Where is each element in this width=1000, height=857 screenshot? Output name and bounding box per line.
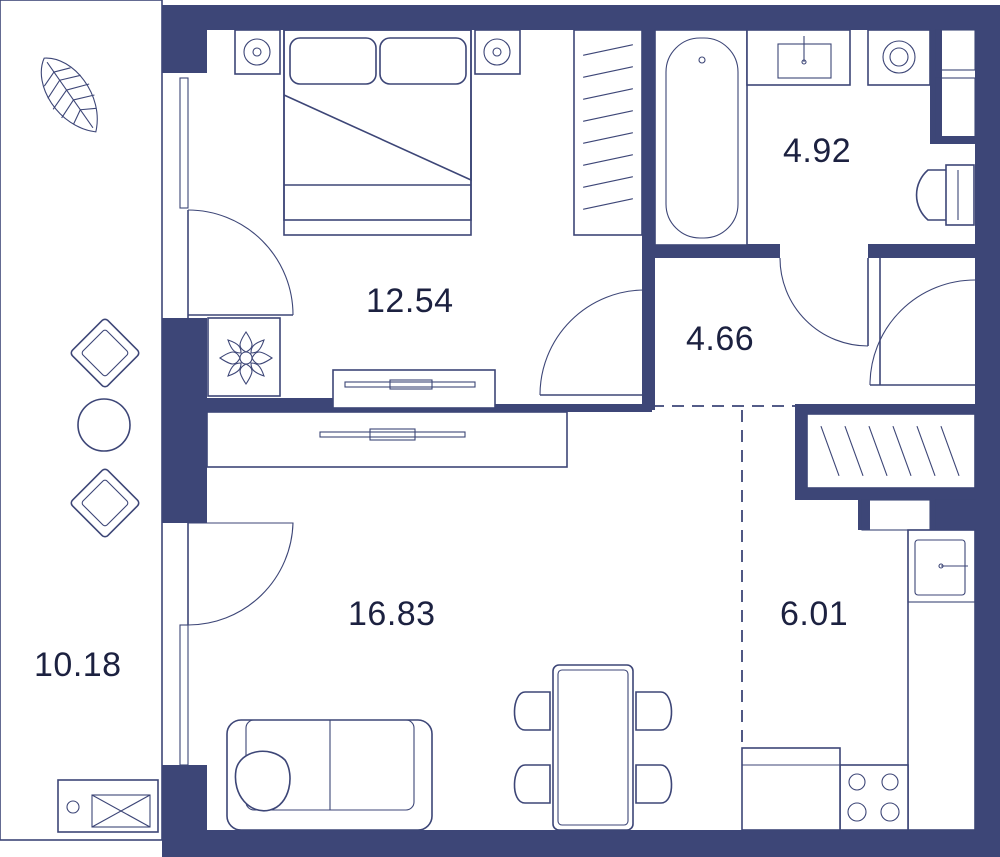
- sink-bathroom: [746, 29, 851, 86]
- hanger-icon: [582, 110, 634, 122]
- dining-table: [552, 664, 634, 831]
- wardrobe-bedroom: [573, 29, 643, 236]
- balcony-chair-bottom: [70, 468, 140, 538]
- nightstand-right: [474, 29, 521, 75]
- balcony-area-label: 10.18: [34, 646, 122, 684]
- kitchen-counter: [907, 529, 976, 831]
- hanger-icon: [820, 426, 840, 476]
- hanger-icon: [940, 426, 960, 476]
- hanger-icon: [844, 426, 864, 476]
- balcony-plant: [40, 57, 98, 133]
- balcony-chair-top: [70, 318, 140, 388]
- kitchen-wardrobe: [806, 413, 976, 489]
- dresser-bedroom: [332, 369, 496, 409]
- hanger-icon: [582, 176, 634, 188]
- bathtub: [654, 29, 748, 246]
- bedroom-area-label: 12.54: [366, 282, 454, 320]
- living-room-area-label: 16.83: [348, 595, 436, 633]
- hanger-icon: [582, 154, 634, 166]
- stove: [839, 764, 909, 831]
- balcony-table: [77, 398, 131, 452]
- doors: [187, 209, 976, 626]
- zone-dividers: [652, 405, 795, 748]
- bathroom-area-label: 4.92: [783, 132, 851, 170]
- hanger-icon: [582, 198, 634, 210]
- hanger-icon: [892, 426, 912, 476]
- tv-console: [206, 411, 568, 468]
- washing-machine: [867, 29, 931, 86]
- kitchen-area-label: 6.01: [780, 595, 848, 633]
- hanger-icon: [868, 426, 888, 476]
- hanger-icon: [582, 88, 634, 100]
- dining-chairs: [513, 691, 673, 804]
- hanger-icon: [916, 426, 936, 476]
- hanger-icon: [582, 132, 634, 144]
- hanger-icon: [582, 66, 634, 78]
- balcony-cabinet: [57, 779, 159, 833]
- hallway-area-label: 4.66: [686, 320, 754, 358]
- sofa: [226, 719, 433, 831]
- bed: [283, 29, 472, 236]
- nightstand-left: [234, 29, 281, 75]
- exterior-walls: [162, 5, 1000, 857]
- plant-bedroom: [207, 317, 281, 397]
- kitchen-base: [741, 747, 908, 831]
- toilet: [915, 164, 975, 226]
- hanger-icon: [582, 44, 634, 56]
